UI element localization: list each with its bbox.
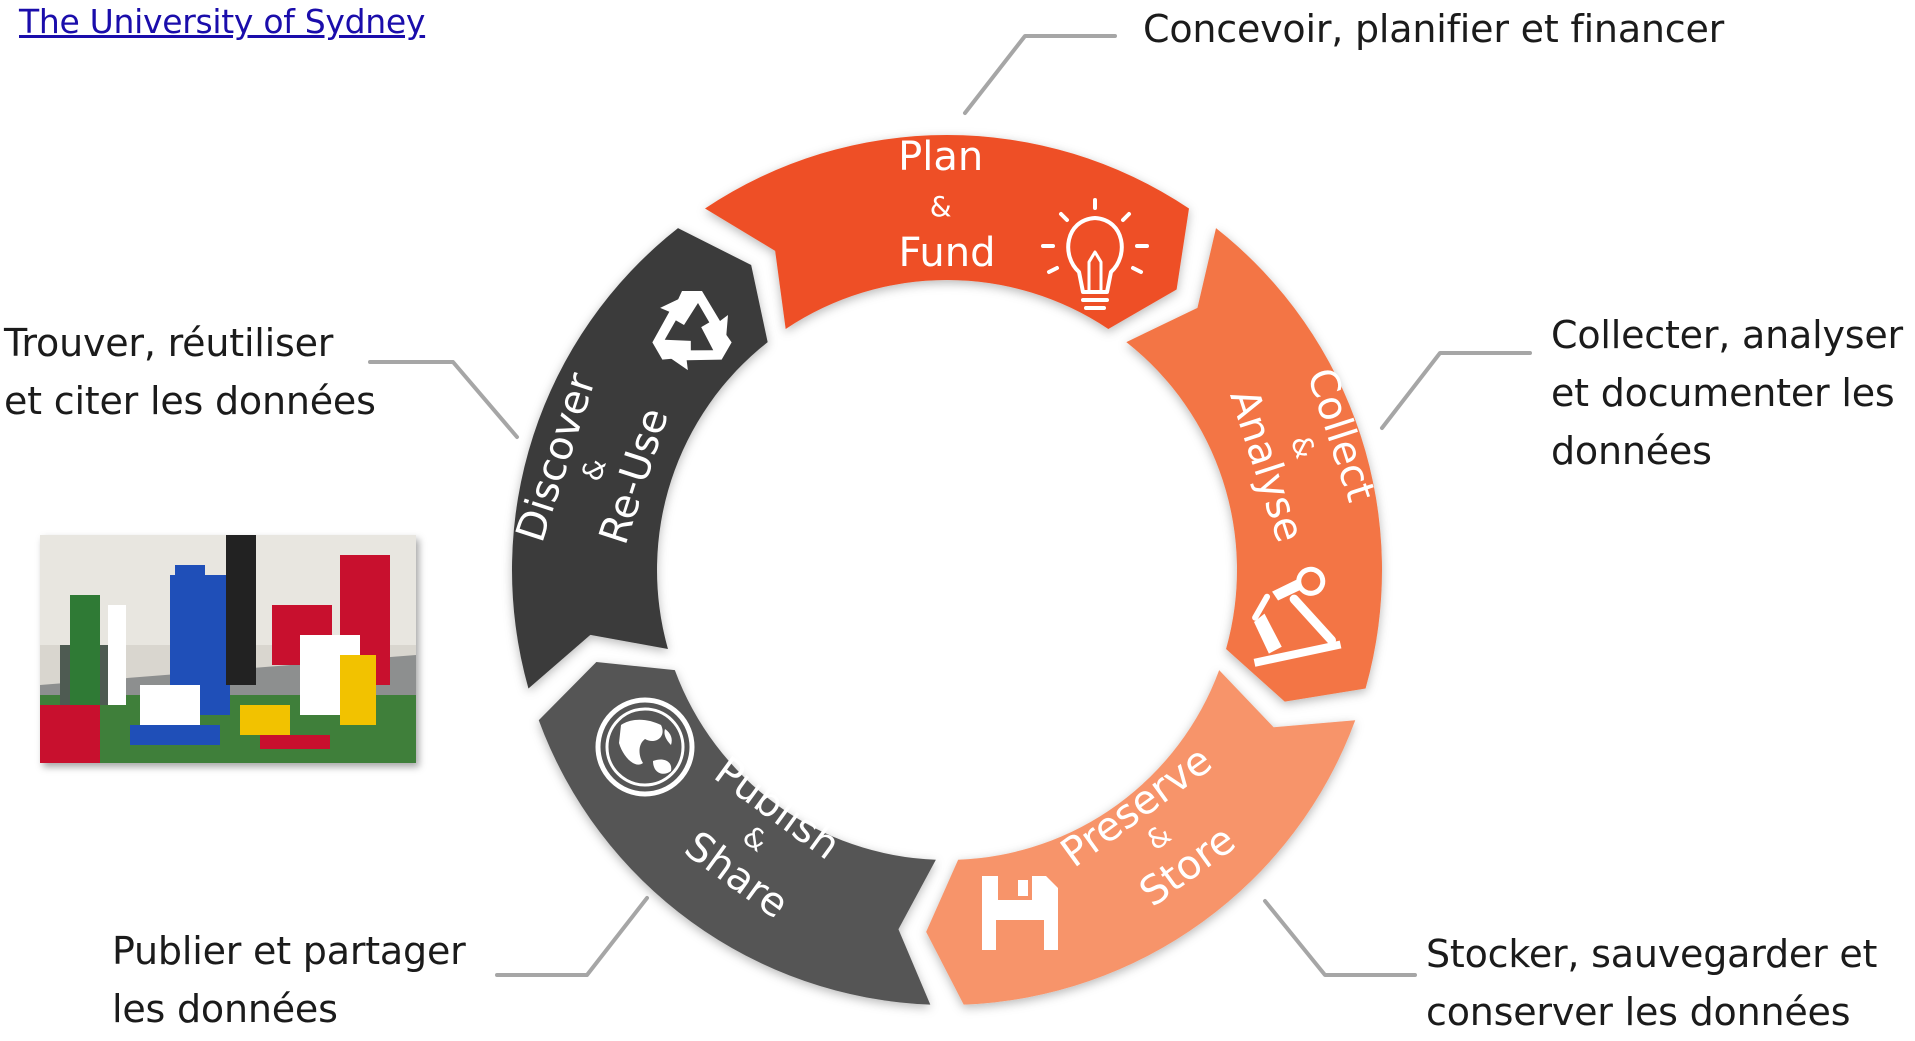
- caption-collect-line: données: [1551, 429, 1712, 473]
- floppy-disk-icon: [982, 876, 1058, 950]
- caption-publish-line: les données: [112, 987, 338, 1031]
- caption-collect-line: et documenter les: [1551, 371, 1895, 415]
- connector-publish: [495, 896, 649, 977]
- caption-collect: Collecter, analyser et documenter les do…: [1551, 306, 1903, 480]
- source-link[interactable]: The University of Sydney: [19, 2, 426, 41]
- connector-preserve: [1263, 899, 1417, 977]
- caption-preserve-line: Stocker, sauvegarder et: [1426, 932, 1878, 976]
- caption-discover-line: et citer les données: [4, 379, 376, 423]
- microscope-icon: [1252, 566, 1342, 667]
- lego-city-photo: [40, 535, 416, 763]
- lightbulb-icon: [1041, 198, 1149, 310]
- caption-collect-line: Collecter, analyser: [1551, 313, 1903, 357]
- segment-discover-reuse: [511, 228, 768, 689]
- segment-plan-fund: [705, 135, 1189, 330]
- connector-collect: [1380, 351, 1532, 430]
- caption-discover-line: Trouver, réutiliser: [4, 321, 334, 365]
- caption-discover: Trouver, réutiliser et citer les données: [4, 314, 376, 430]
- caption-publish-line: Publier et partager: [112, 929, 466, 973]
- caption-publish: Publier et partager les données: [112, 922, 466, 1038]
- connector-discover: [368, 360, 519, 439]
- globe-icon: [595, 697, 695, 797]
- connector-plan: [963, 34, 1117, 115]
- caption-preserve-line: conserver les données: [1426, 990, 1851, 1034]
- caption-preserve: Stocker, sauvegarder et conserver les do…: [1426, 925, 1877, 1041]
- recycle-icon: [637, 291, 740, 385]
- segment-preserve-store: [926, 670, 1356, 1005]
- segment-label-plan-fund: Plan & Fund: [898, 134, 996, 276]
- segment-publish-share: [538, 661, 936, 1005]
- connector-lines: [368, 34, 1532, 977]
- caption-plan: Concevoir, planifier et financer: [1143, 0, 1724, 58]
- caption-plan-line: Concevoir, planifier et financer: [1143, 7, 1725, 51]
